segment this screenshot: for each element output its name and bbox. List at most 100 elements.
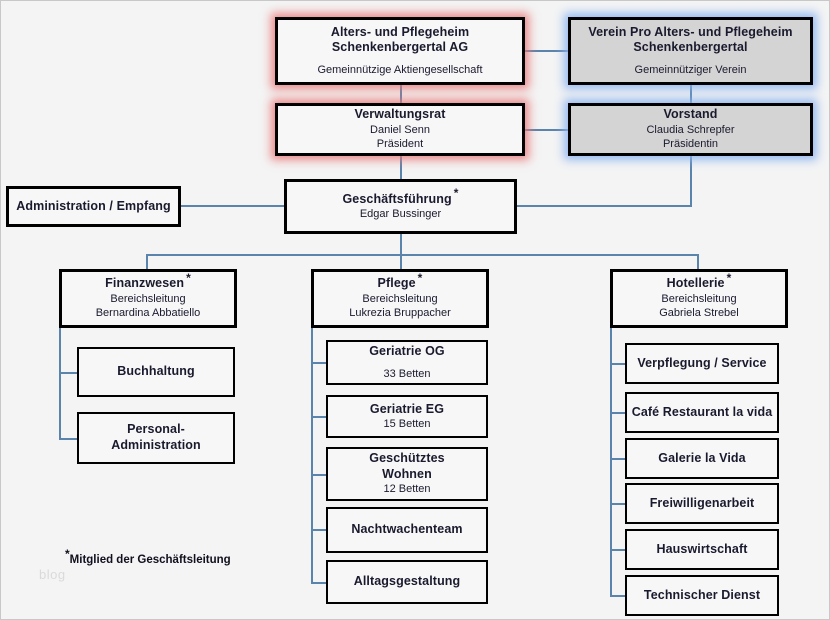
- node-finanzwesen[interactable]: Finanzwesen* Bereichsleitung Bernardina …: [59, 269, 237, 328]
- node-verein-title: Verein Pro Alters- und Pflegeheim: [588, 24, 793, 39]
- node-pflege-sub2: Lukrezia Bruppacher: [349, 307, 451, 320]
- connector-hotellerie-trunk: [610, 328, 612, 595]
- connector-vr-vorstand: [525, 129, 568, 131]
- node-cafe-restaurant-la-vida-title: Café Restaurant la vida: [631, 404, 773, 419]
- node-pflege-star: *: [417, 271, 423, 286]
- node-geschuetztes-wohnen[interactable]: Geschütztes Wohnen 12 Betten: [326, 447, 488, 501]
- node-nachtwachenteam[interactable]: Nachtwachenteam: [326, 507, 488, 553]
- node-hotellerie-title: Hotellerie*: [666, 272, 732, 292]
- node-finanzwesen-title-text: Finanzwesen: [105, 276, 185, 291]
- connector-vorstand-down: [690, 156, 692, 206]
- connector-finanzwesen-stub-1: [59, 438, 77, 440]
- connector-ag-verein: [525, 50, 568, 52]
- node-finanzwesen-sub2: Bernardina Abbatiello: [95, 307, 201, 320]
- node-freiwilligenarbeit[interactable]: Freiwilligenarbeit: [625, 483, 779, 524]
- node-hauswirtschaft[interactable]: Hauswirtschaft: [625, 529, 779, 570]
- connector-pflege-trunk: [311, 328, 313, 582]
- node-hotellerie-sub2: Gabriela Strebel: [659, 307, 739, 320]
- node-ag[interactable]: Alters- und Pflegeheim Schenkenbergertal…: [275, 17, 525, 85]
- node-ag-title2: Schenkenbergertal AG: [331, 40, 469, 55]
- node-ag-title: Alters- und Pflegeheim: [330, 24, 470, 39]
- connector-verein-down: [690, 85, 692, 103]
- node-verpflegung-service[interactable]: Verpflegung / Service: [625, 343, 779, 384]
- node-personal-administration[interactable]: Personal- Administration: [77, 412, 235, 464]
- legend-footnote-text: Mitglied der Geschäftsleitung: [69, 554, 231, 566]
- node-geschaeftsfuehrung[interactable]: Geschäftsführung* Edgar Bussinger: [284, 179, 517, 234]
- node-technischer-dienst-title: Technischer Dienst: [643, 587, 761, 602]
- node-verwaltungsrat[interactable]: Verwaltungsrat Daniel Senn Präsident: [275, 103, 525, 156]
- connector-pflege-stub-0: [311, 362, 327, 364]
- connector-admin-gf: [181, 205, 284, 207]
- watermark: blog: [39, 567, 66, 582]
- node-personal-administration-title2: Administration: [111, 438, 201, 452]
- connector-pflege-stub-3: [311, 529, 327, 531]
- node-vorstand-title: Vorstand: [663, 107, 718, 122]
- node-geriatrie-og-title: Geriatrie OG: [369, 344, 445, 359]
- connector-bus-to-finanzwesen: [146, 254, 148, 269]
- node-pflege[interactable]: Pflege* Bereichsleitung Lukrezia Bruppac…: [311, 269, 489, 328]
- node-hotellerie-sub1: Bereichsleitung: [661, 293, 737, 306]
- node-verein-title2: Schenkenbergertal: [633, 40, 748, 55]
- node-geriatrie-eg[interactable]: Geriatrie EG 15 Betten: [326, 395, 488, 438]
- node-vorstand-sub1: Claudia Schrepfer: [646, 124, 735, 137]
- node-finanzwesen-star: *: [186, 271, 191, 286]
- connector-bus-to-pflege: [400, 254, 402, 269]
- node-verein-sub: Gemeinnütziger Verein: [634, 63, 747, 76]
- node-personal-administration-title: Personal-: [127, 422, 185, 437]
- connector-finanzwesen-trunk: [59, 328, 61, 440]
- node-geschuetztes-wohnen-title2: Wohnen: [382, 466, 432, 481]
- node-technischer-dienst[interactable]: Technischer Dienst: [625, 575, 779, 616]
- connector-department-bus: [146, 254, 698, 256]
- connector-pflege-stub-4: [311, 582, 327, 584]
- connector-vr-down: [400, 156, 402, 179]
- node-galerie-la-vida-title: Galerie la Vida: [658, 450, 746, 465]
- connector-finanzwesen-stub-0: [59, 372, 77, 374]
- node-administration[interactable]: Administration / Empfang: [6, 186, 181, 227]
- node-nachtwachenteam-title: Nachtwachenteam: [351, 522, 463, 537]
- node-hauswirtschaft-title: Hauswirtschaft: [656, 541, 748, 556]
- node-ag-sub: Gemeinnützige Aktiengesellschaft: [317, 63, 483, 76]
- connector-hotellerie-stub-4: [610, 549, 626, 551]
- node-vorstand-sub2: Präsidentin: [662, 138, 719, 151]
- node-finanzwesen-title: Finanzwesen*: [105, 272, 191, 292]
- node-verpflegung-service-title: Verpflegung / Service: [637, 355, 767, 370]
- connector-vorstand-to-gf: [517, 205, 692, 207]
- legend-footnote-star: *: [65, 547, 70, 562]
- node-buchhaltung-title: Buchhaltung: [117, 364, 195, 379]
- node-hotellerie-title-text: Hotellerie: [666, 276, 725, 291]
- node-vorstand[interactable]: Vorstand Claudia Schrepfer Präsidentin: [568, 103, 813, 156]
- node-geriatrie-og-sub: 33 Betten: [383, 367, 431, 380]
- connector-ag-down: [400, 85, 402, 103]
- node-geschaeftsfuehrung-star: *: [453, 186, 459, 201]
- node-alltagsgestaltung-title: Alltagsgestaltung: [353, 574, 461, 589]
- node-geriatrie-og[interactable]: Geriatrie OG 33 Betten: [326, 340, 488, 385]
- node-alltagsgestaltung[interactable]: Alltagsgestaltung: [326, 560, 488, 604]
- node-galerie-la-vida[interactable]: Galerie la Vida: [625, 438, 779, 479]
- node-verwaltungsrat-sub1: Daniel Senn: [370, 124, 430, 137]
- node-geschaeftsfuehrung-title-text: Geschäftsführung: [342, 191, 452, 206]
- node-geschuetztes-wohnen-title: Geschütztes: [369, 451, 445, 466]
- connector-pflege-stub-1: [311, 416, 327, 418]
- node-hotellerie-star: *: [726, 271, 732, 286]
- connector-hotellerie-stub-3: [610, 503, 626, 505]
- connector-gf-down: [400, 234, 402, 256]
- connector-bus-to-hotellerie: [697, 254, 699, 269]
- legend-footnote: *Mitglied der Geschäftsleitung: [65, 548, 231, 566]
- node-verein[interactable]: Verein Pro Alters- und Pflegeheim Schenk…: [568, 17, 813, 85]
- connector-hotellerie-stub-1: [610, 412, 626, 414]
- node-administration-title: Administration / Empfang: [16, 198, 171, 213]
- node-verwaltungsrat-title: Verwaltungsrat: [354, 107, 446, 122]
- node-pflege-sub1: Bereichsleitung: [362, 293, 438, 306]
- node-buchhaltung[interactable]: Buchhaltung: [77, 347, 235, 397]
- connector-pflege-stub-2: [311, 474, 327, 476]
- node-pflege-title: Pflege*: [377, 272, 423, 292]
- node-pflege-title-text: Pflege: [377, 276, 416, 291]
- node-hotellerie[interactable]: Hotellerie* Bereichsleitung Gabriela Str…: [610, 269, 788, 328]
- node-cafe-restaurant-la-vida[interactable]: Café Restaurant la vida: [625, 392, 779, 433]
- node-geriatrie-eg-sub: 15 Betten: [383, 418, 431, 431]
- node-geschuetztes-wohnen-sub: 12 Betten: [383, 483, 431, 496]
- connector-hotellerie-stub-2: [610, 458, 626, 460]
- node-freiwilligenarbeit-title: Freiwilligenarbeit: [649, 495, 755, 510]
- connector-hotellerie-stub-0: [610, 363, 626, 365]
